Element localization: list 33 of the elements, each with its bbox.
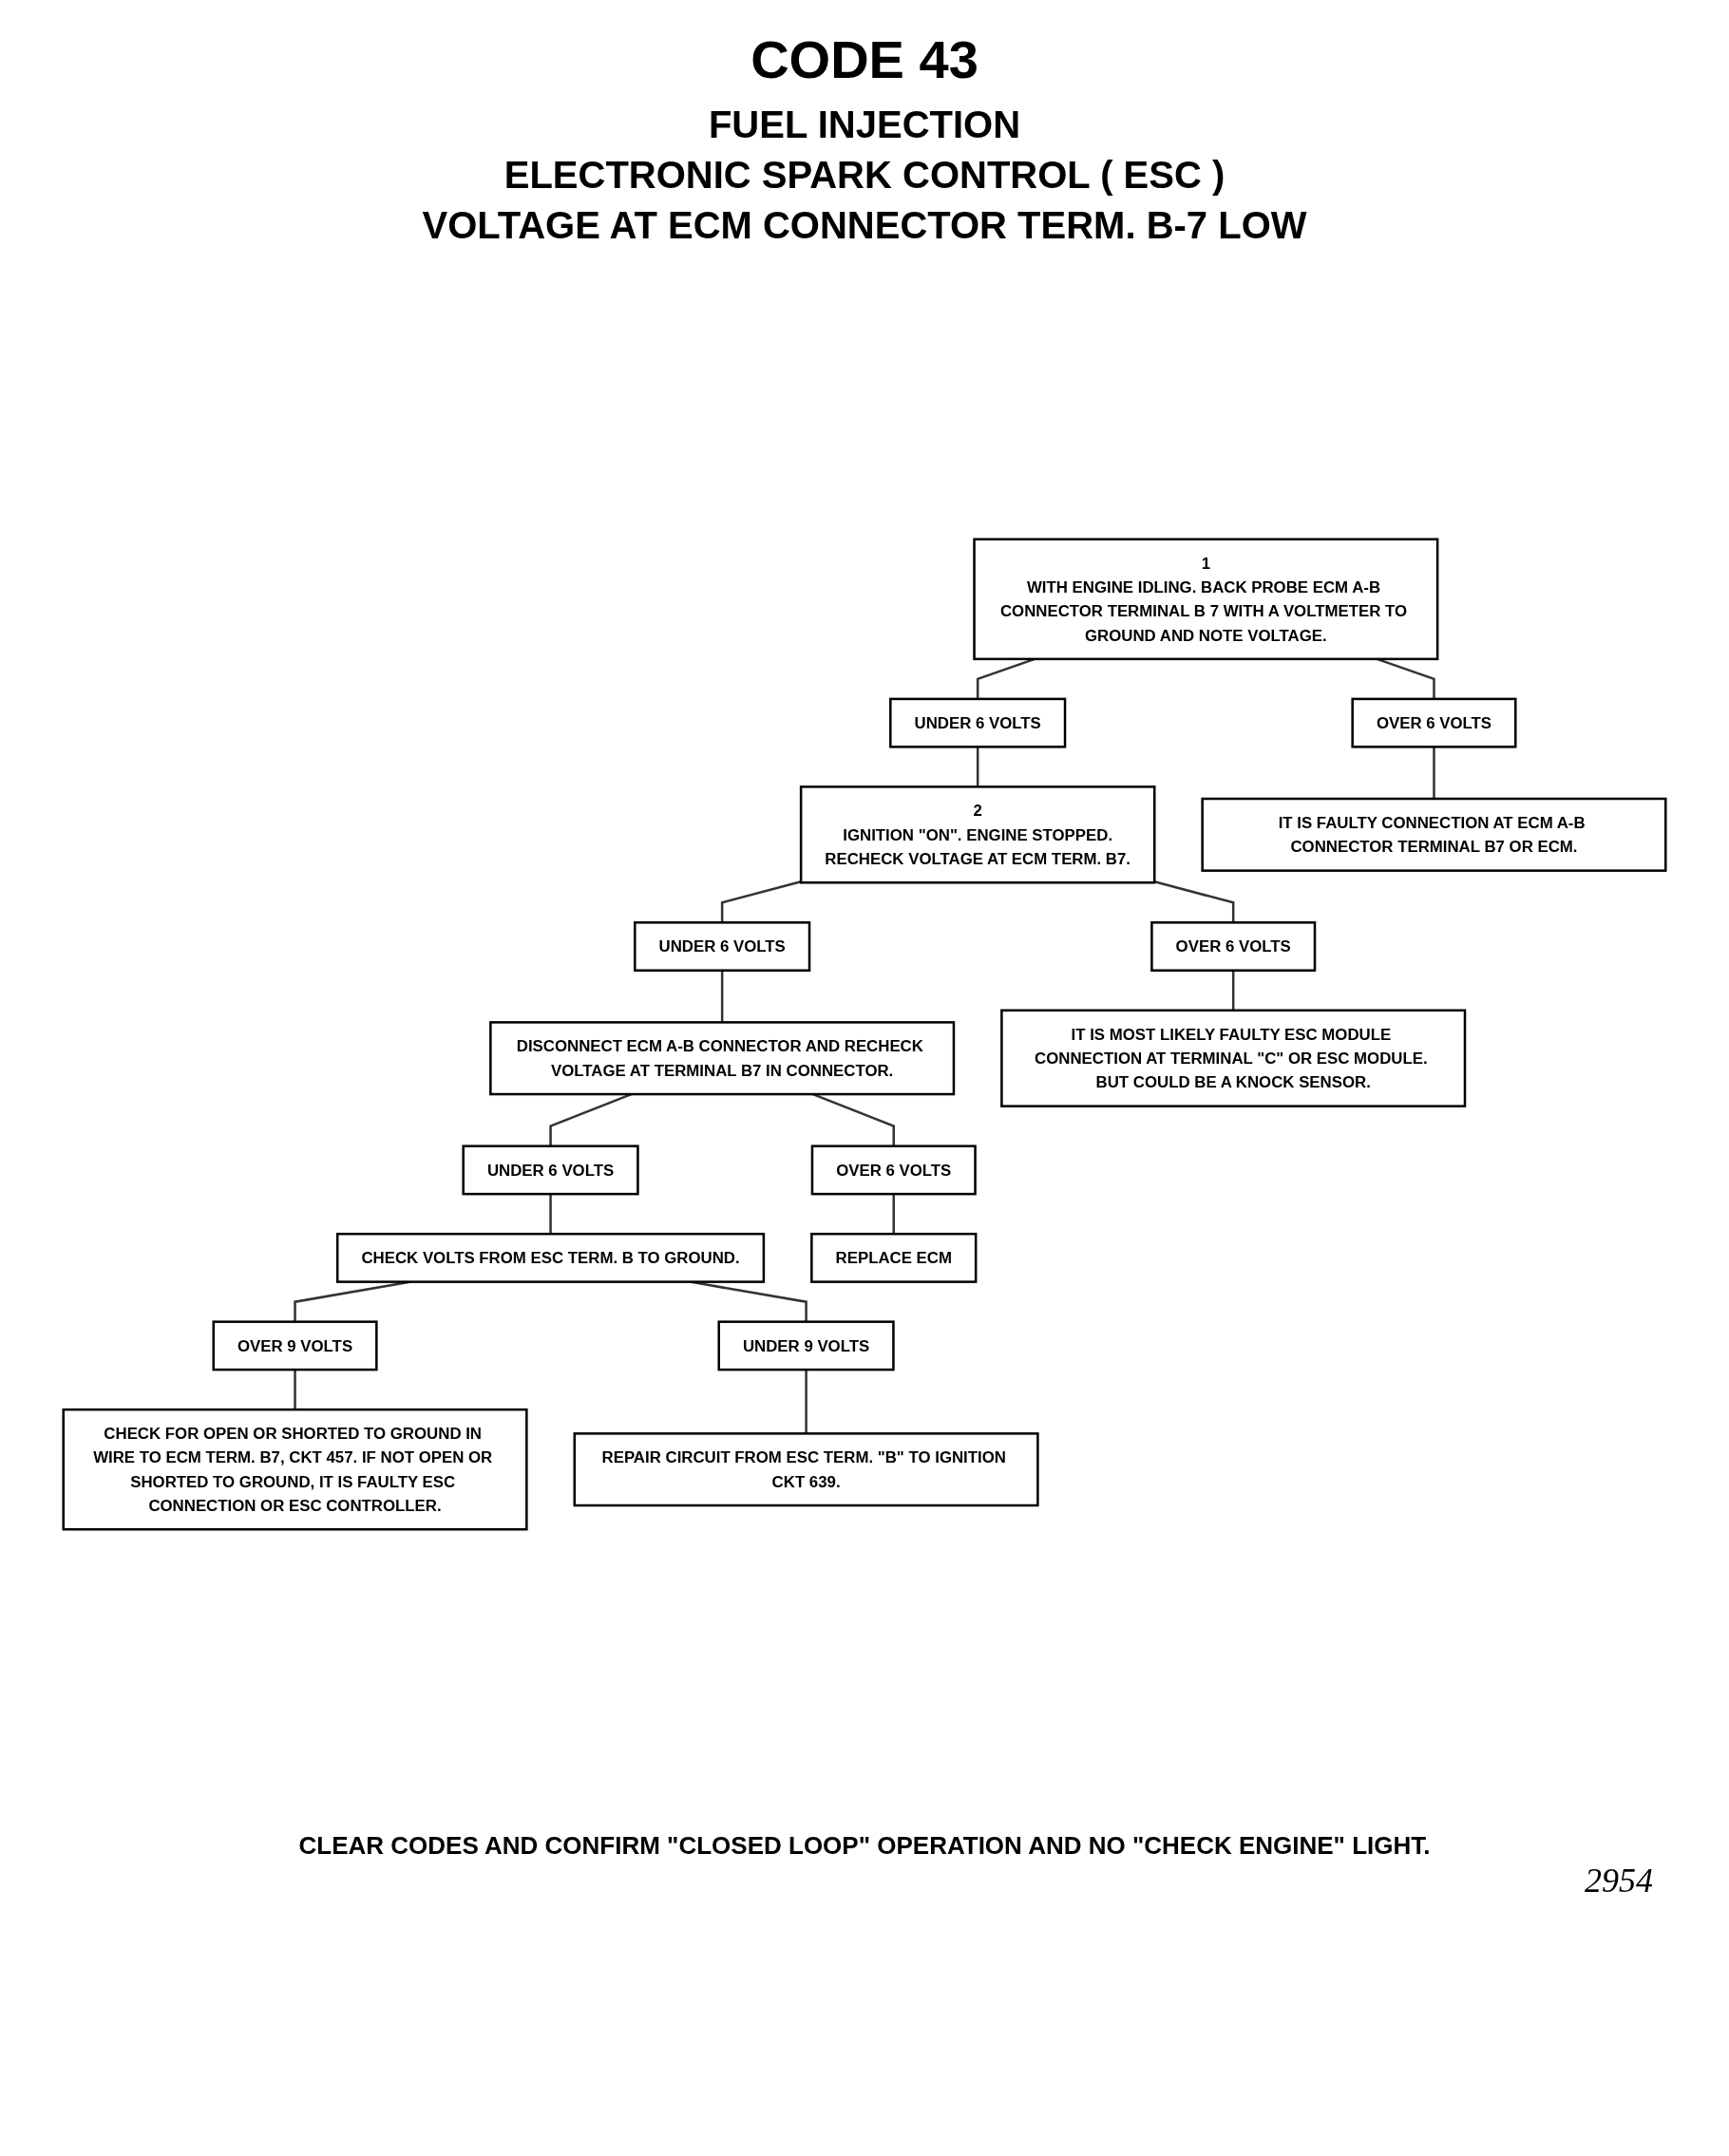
node-box: CHECK FOR OPEN OR SHORTED TO GROUND IN WIRE TO ECM TERM. B7, CKT 457. IF NOT OPEN OR SHORTED TO GROUND, IT IS FAULTY ESC CONNECTION OR ESC CONTROLLER. <box>62 1408 528 1531</box>
node-box: OVER 6 VOLTS <box>1351 697 1517 748</box>
connector <box>720 880 802 923</box>
subtitle: FUEL INJECTION <box>708 104 1021 146</box>
node-box: UNDER 9 VOLTS <box>717 1320 895 1371</box>
node-box: REPAIR CIRCUIT FROM ESC TERM. "B" TO IGNITION CKT 639. <box>573 1432 1039 1507</box>
connector <box>805 1370 808 1434</box>
node-box: OVER 9 VOLTS <box>212 1320 378 1371</box>
connector <box>976 747 979 787</box>
node-box: 1 WITH ENGINE IDLING. BACK PROBE ECM A-B CONNECTOR TERMINAL B 7 WITH A VOLTMETER TO GROUND AND NOTE VOLTAGE. <box>973 538 1439 661</box>
node-box: OVER 6 VOLTS <box>810 1144 977 1196</box>
note: CLEAR CODES AND CONFIRM "CLOSED LOOP" OPERATION AND NO "CHECK ENGINE" LIGHT. <box>298 1831 1431 1861</box>
node-box: IT IS FAULTY CONNECTION AT ECM A-B CONNECTOR TERMINAL B7 OR ECM. <box>1201 797 1667 872</box>
connector <box>720 970 724 1023</box>
title: CODE 43 <box>750 28 978 90</box>
figure-number: 2954 <box>1585 1861 1653 1901</box>
connector <box>294 1370 296 1410</box>
node-box: OVER 6 VOLTS <box>1150 921 1317 972</box>
subtitle: VOLTAGE AT ECM CONNECTOR TERM. B-7 LOW <box>422 204 1307 247</box>
node-box: CHECK VOLTS FROM ESC TERM. B TO GROUND. <box>335 1232 766 1283</box>
node-box: UNDER 6 VOLTS <box>634 921 811 972</box>
node-box: UNDER 6 VOLTS <box>889 697 1067 748</box>
connector <box>1433 747 1435 799</box>
node-box: UNDER 6 VOLTS <box>462 1144 639 1196</box>
node-box: 2 IGNITION "ON". ENGINE STOPPED. RECHECK VOLTAGE AT ECM TERM. B7. <box>799 785 1156 884</box>
connector <box>892 1194 895 1235</box>
connector <box>1153 880 1235 923</box>
node-box: REPLACE ECM <box>810 1232 978 1283</box>
subtitle: ELECTRONIC SPARK CONTROL ( ESC ) <box>504 154 1226 197</box>
connector <box>1231 970 1235 1011</box>
node-box: DISCONNECT ECM A-B CONNECTOR AND RECHECK VOLTAGE AT TERMINAL B7 IN CONNECTOR. <box>489 1021 956 1096</box>
node-box: IT IS MOST LIKELY FAULTY ESC MODULE CONNECTION AT TERMINAL "C" OR ESC MODULE. BUT COULD BE A KNOCK SENSOR. <box>1000 1009 1467 1107</box>
connector <box>549 1194 552 1235</box>
